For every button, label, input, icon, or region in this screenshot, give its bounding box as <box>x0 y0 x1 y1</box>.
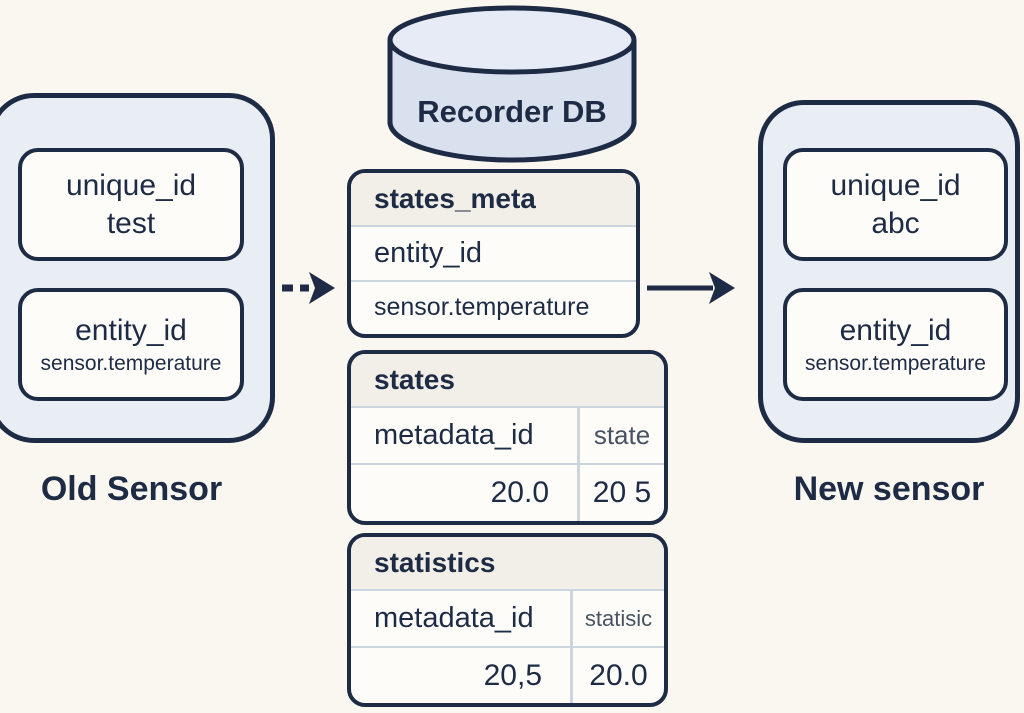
field-value: sensor.temperature <box>805 352 986 376</box>
field-name: unique_id <box>65 169 197 202</box>
old-sensor-label: Old Sensor <box>40 470 223 508</box>
table-cell: 20.0 <box>351 463 577 521</box>
field-name: entity_id <box>839 313 952 347</box>
old-entity-id-box: entity_id sensor.temperature <box>18 288 244 401</box>
new-sensor-label: New sensor <box>793 470 985 508</box>
states-meta-table: states_meta entity_id sensor.temperature <box>347 169 640 338</box>
field-value: abc <box>871 206 920 240</box>
table-cell: 20,5 <box>351 646 570 703</box>
field-value: test <box>106 206 156 240</box>
column-header: metadata_id <box>374 602 534 634</box>
dashed-arrow-icon <box>282 272 335 304</box>
database-cylinder-icon <box>387 5 637 163</box>
solid-arrow-icon <box>647 272 735 304</box>
new-unique-id-box: unique_id abc <box>783 148 1008 261</box>
column-header: state <box>577 408 664 463</box>
field-name: unique_id <box>830 169 961 202</box>
new-entity-id-box: entity_id sensor.temperature <box>783 288 1008 401</box>
table-title: statistics <box>351 537 664 591</box>
table-cell: 20 5 <box>577 463 664 521</box>
table-title: states <box>351 354 664 408</box>
recorder-db-label: Recorder DB <box>417 94 607 129</box>
field-value: sensor.temperature <box>40 352 222 376</box>
table-row: entity_id <box>374 236 483 269</box>
table-row: sensor.temperature <box>351 279 636 335</box>
states-table: states metadata_id state 20.0 20 5 <box>347 350 668 525</box>
column-header: metadata_id <box>374 419 534 451</box>
old-unique-id-box: unique_id test <box>18 148 244 261</box>
field-name: entity_id <box>75 313 187 347</box>
column-header: statisic <box>570 591 664 646</box>
statistics-table: statistics metadata_id statisic 20,5 20.… <box>347 533 668 707</box>
table-title: states_meta <box>351 173 636 227</box>
table-cell: 20.0 <box>570 646 664 703</box>
